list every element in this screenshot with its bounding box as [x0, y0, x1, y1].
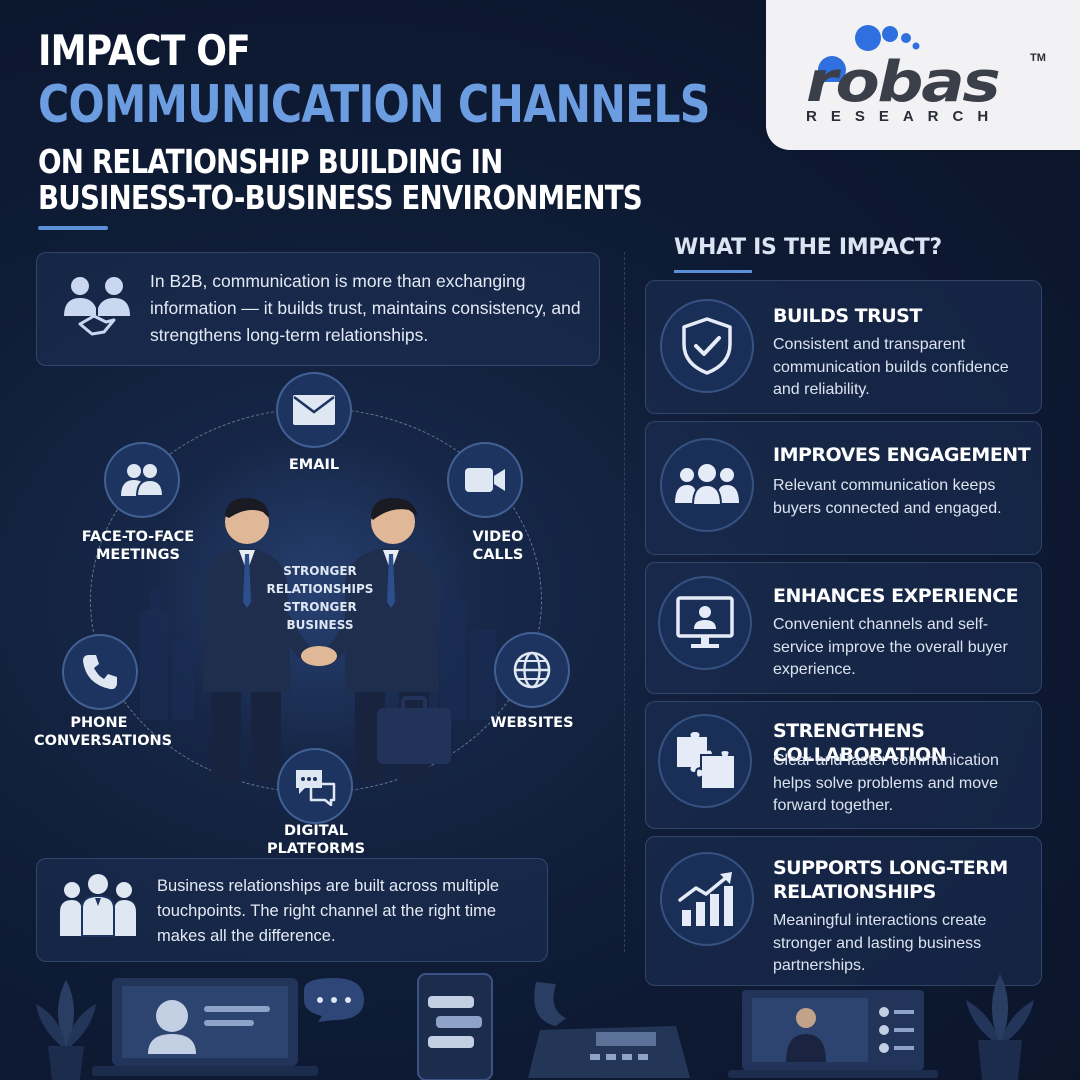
diagram-center-text: STRONGER RELATIONSHIPS STRONGER BUSINESS — [262, 562, 378, 634]
video-channel — [447, 442, 523, 518]
websites-label: WEBSITES — [490, 715, 574, 731]
team-group-icon — [60, 874, 136, 937]
group-icon — [675, 464, 739, 506]
impact-desc-long-term: Meaningful interactions create stronger … — [773, 912, 987, 974]
envelope-icon — [293, 395, 335, 425]
impact-title-experience: ENHANCES EXPERIENCE — [773, 585, 1019, 607]
impact-desc-collaboration: Clear and faster communication helps sol… — [773, 752, 999, 814]
shield-check-icon — [682, 317, 732, 375]
phone-label: PHONE CONVERSATIONS — [34, 715, 173, 749]
globe-icon — [513, 651, 551, 689]
impact-icon-circle — [658, 576, 752, 670]
touchpoints-text: Business relationships are built across … — [157, 877, 500, 945]
bottom-devices-illustration — [36, 973, 1034, 1080]
video-camera-icon — [465, 468, 505, 492]
intro-card — [36, 252, 600, 366]
title-line-3: ON RELATIONSHIP BUILDING IN — [38, 142, 503, 181]
logo-bubbles-icon — [818, 25, 920, 82]
impact-title-engagement: IMPROVES ENGAGEMENT — [773, 444, 1031, 466]
impact-icon-circle — [660, 438, 754, 532]
title-underline — [38, 226, 108, 230]
impact-title-long-term: SUPPORTS LONG-TERM RELATIONSHIPS — [773, 857, 1008, 903]
monitor-user-icon — [676, 596, 734, 648]
title-line-2: COMMUNICATION CHANNELS — [38, 75, 710, 135]
impact-icon-circle — [660, 852, 754, 946]
businessmen-handshake-illustration — [203, 497, 451, 782]
websites-channel — [494, 632, 570, 708]
impact-heading: WHAT IS THE IMPACT? — [674, 235, 942, 260]
handshake-team-icon — [64, 277, 130, 336]
intro-text: In B2B, communication is more than excha… — [150, 271, 581, 345]
impact-icon-circle — [658, 714, 752, 808]
meeting-people-icon — [121, 464, 165, 497]
impact-icon-circle — [660, 299, 754, 393]
logo-wordmark: robas — [806, 50, 1001, 115]
digital-platforms-channel — [277, 748, 353, 824]
digital-platforms-label: DIGITAL PLATFORMS — [266, 823, 366, 857]
city-skyline-illustration — [140, 590, 496, 720]
column-divider — [624, 252, 625, 952]
video-label: VIDEO CALLS — [472, 529, 524, 563]
title-line-4: BUSINESS-TO-BUSINESS ENVIRONMENTS — [38, 178, 643, 217]
face-to-face-label: FACE-TO-FACE MEETINGS — [81, 529, 195, 563]
face-to-face-channel — [104, 442, 180, 518]
diagram-center-label: STRONGER RELATIONSHIPS STRONGER BUSINESS — [266, 564, 374, 632]
title-line-1: IMPACT OF — [38, 26, 251, 75]
impact-title-trust: BUILDS TRUST — [773, 305, 922, 327]
growth-chart-icon — [678, 872, 733, 926]
logo-subtitle: RESEARCH — [806, 108, 1003, 125]
phone-handset-icon — [83, 655, 117, 690]
impact-desc-trust: Consistent and transparent communication… — [773, 336, 1009, 398]
puzzle-icon — [677, 732, 736, 790]
impact-heading-underline — [674, 270, 752, 273]
logo-card — [766, 0, 1080, 150]
impact-desc-engagement: Relevant communication keeps buyers conn… — [773, 477, 1002, 517]
email-label: EMAIL — [288, 457, 340, 473]
logo-trademark: TM — [1030, 52, 1046, 64]
phone-channel — [62, 634, 138, 710]
impact-title-collaboration: STRENGTHENS COLLABORATION — [773, 720, 947, 766]
impact-desc-experience: Convenient channels and self-service imp… — [773, 616, 1008, 678]
chat-bubbles-icon — [296, 770, 336, 806]
email-channel — [276, 372, 352, 448]
